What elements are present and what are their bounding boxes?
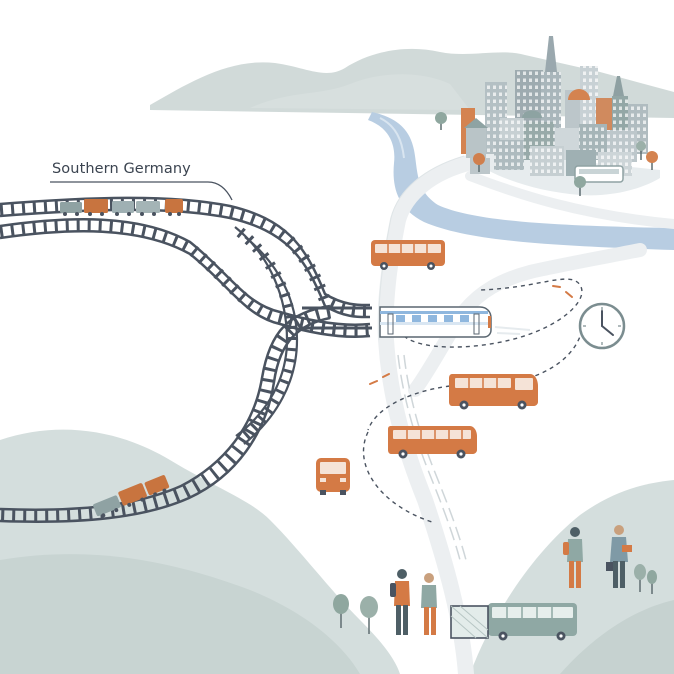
route-accent-dashes <box>369 285 573 385</box>
freight-train-icon <box>93 475 170 518</box>
label-leader-line <box>50 181 233 201</box>
bus-shelter-icon <box>450 605 489 639</box>
person-icon <box>390 569 410 635</box>
bus-icon <box>388 426 477 459</box>
passenger-train-icon <box>379 306 531 338</box>
bus-icon <box>371 240 445 270</box>
tree-icon <box>333 564 657 634</box>
person-icon <box>606 525 632 588</box>
person-icon <box>421 573 437 635</box>
roads <box>377 154 674 674</box>
railway-track-icon <box>0 196 372 523</box>
person-icon <box>563 527 583 588</box>
tree-icon <box>435 112 658 196</box>
road-edges <box>378 155 465 341</box>
bus-icon <box>449 374 538 410</box>
river-icon <box>368 112 674 250</box>
bus-icon <box>488 603 577 641</box>
bus-icon <box>316 458 350 495</box>
clock-icon <box>578 302 626 350</box>
region-label: Southern Germany <box>52 161 191 177</box>
city-skyline-icon <box>461 36 660 196</box>
rail-line <box>397 354 467 561</box>
freight-train-icon <box>60 199 183 216</box>
